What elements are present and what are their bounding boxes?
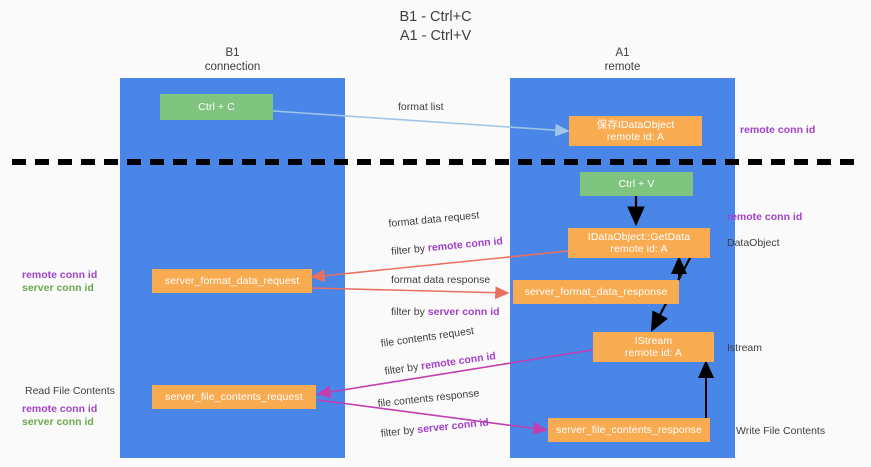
right-label-dataobject: DataObject xyxy=(727,237,780,249)
edge-label-format-data-request: format data request filter by remote con… xyxy=(388,207,503,259)
right-label-istream: Istream xyxy=(727,342,763,354)
node-server-format-data-request[interactable]: server_format_data_request xyxy=(152,269,312,293)
right-label-write-file-contents: Write File Contents xyxy=(736,425,826,437)
node-server-file-contents-request[interactable]: server_file_contents_request xyxy=(152,385,316,409)
edge-label-format-list: format list xyxy=(398,101,444,113)
filter-prefix: filter by xyxy=(380,423,418,440)
node-idataobject-getdata[interactable]: IDataObject::GetData remote id: A xyxy=(568,228,710,258)
edge-label-format-data-response-line2: filter by server conn id xyxy=(391,293,500,319)
edge-label-file-contents-response: file contents response filter by server … xyxy=(377,387,489,441)
column-header-a1: A1 remote xyxy=(604,47,641,73)
edge-label-format-data-response: format data response filter by server co… xyxy=(391,274,500,319)
filter-prefix: filter by xyxy=(383,360,422,378)
filter-prefix: filter by xyxy=(391,306,428,318)
filter-key-remote-conn-id: remote conn id xyxy=(420,350,497,373)
node-server-file-contents-response[interactable]: server_file_contents_response xyxy=(548,418,710,442)
left-label-server-conn-id-2: server conn id xyxy=(22,416,94,428)
node-server-format-data-response[interactable]: server_format_data_response xyxy=(513,280,679,304)
right-label-remote-conn-id-mid: remote conn id xyxy=(727,211,803,223)
filter-prefix: filter by xyxy=(390,242,429,258)
left-label-remote-conn-id-2: remote conn id xyxy=(22,403,98,415)
filter-key-server-conn-id: server conn id xyxy=(416,416,490,436)
right-label-remote-conn-id-top: remote conn id xyxy=(740,124,816,136)
node-ctrl-v[interactable]: Ctrl + V xyxy=(580,172,693,196)
edge-label-file-contents-request: file contents request filter by remote c… xyxy=(380,322,497,378)
left-label-server-conn-id: server conn id xyxy=(22,282,94,294)
node-ctrl-c[interactable]: Ctrl + C xyxy=(160,94,273,120)
diagram-title: B1 - Ctrl+C A1 - Ctrl+V xyxy=(399,9,472,44)
node-save-idataobject[interactable]: 保存IDataObject remote id: A xyxy=(569,116,702,146)
node-istream[interactable]: IStream remote id: A xyxy=(593,332,714,362)
filter-key-server-conn-id: server conn id xyxy=(427,306,500,318)
edge-label-file-contents-response-line2: filter by server conn id xyxy=(379,404,490,441)
column-header-b1: B1 connection xyxy=(204,47,261,73)
edge-label-format-data-response-line1: format data response xyxy=(391,274,491,286)
left-label-read-file-contents: Read File Contents xyxy=(25,385,115,397)
left-label-remote-conn-id: remote conn id xyxy=(22,269,98,281)
filter-key-remote-conn-id: remote conn id xyxy=(427,235,504,255)
